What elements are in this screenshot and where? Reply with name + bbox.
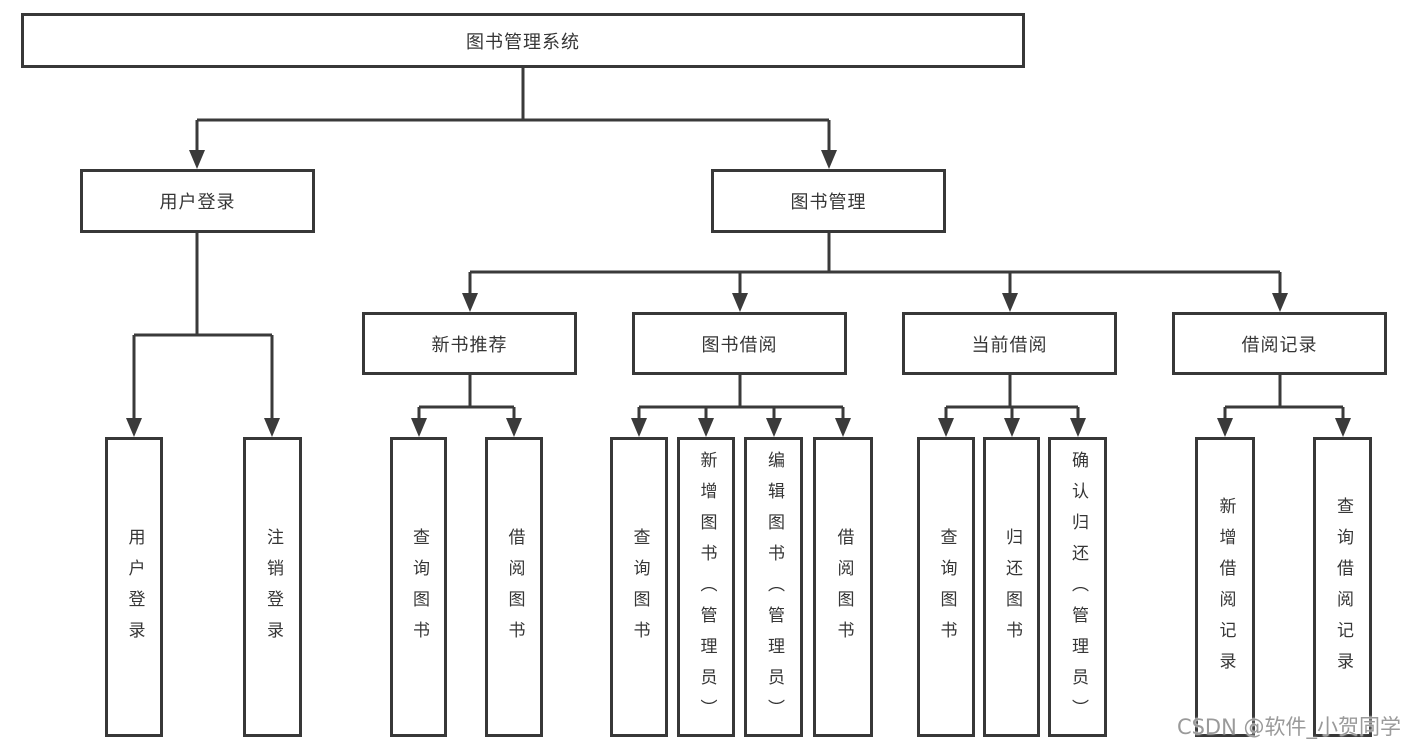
leaf-query-borrow-record: 查询借阅记录 — [1313, 437, 1372, 737]
leaf-user-login: 用户登录 — [105, 437, 163, 737]
node-borrow-records: 借阅记录 — [1172, 312, 1387, 375]
leaf-add-book-admin: 新增图书（管理员） — [677, 437, 735, 737]
watermark: CSDN @软件_小贺同学 — [1176, 715, 1401, 739]
leaf-add-borrow-record: 新增借阅记录 — [1195, 437, 1255, 737]
leaf-borrow-books-recommend: 借阅图书 — [485, 437, 543, 737]
leaf-logout: 注销登录 — [243, 437, 302, 737]
leaf-edit-book-admin: 编辑图书（管理员） — [744, 437, 803, 737]
node-library-system: 图书管理系统 — [21, 13, 1025, 68]
node-user-login: 用户登录 — [80, 169, 315, 233]
leaf-query-books-current: 查询图书 — [917, 437, 975, 737]
leaf-query-books-recommend: 查询图书 — [390, 437, 447, 737]
leaf-return-book: 归还图书 — [983, 437, 1040, 737]
node-current-borrow: 当前借阅 — [902, 312, 1117, 375]
leaf-borrow-books-borrow: 借阅图书 — [813, 437, 873, 737]
node-book-borrow: 图书借阅 — [632, 312, 847, 375]
node-book-management: 图书管理 — [711, 169, 946, 233]
leaf-confirm-return-admin: 确认归还（管理员） — [1048, 437, 1107, 737]
node-new-book-recommend: 新书推荐 — [362, 312, 577, 375]
leaf-query-books-borrow: 查询图书 — [610, 437, 668, 737]
